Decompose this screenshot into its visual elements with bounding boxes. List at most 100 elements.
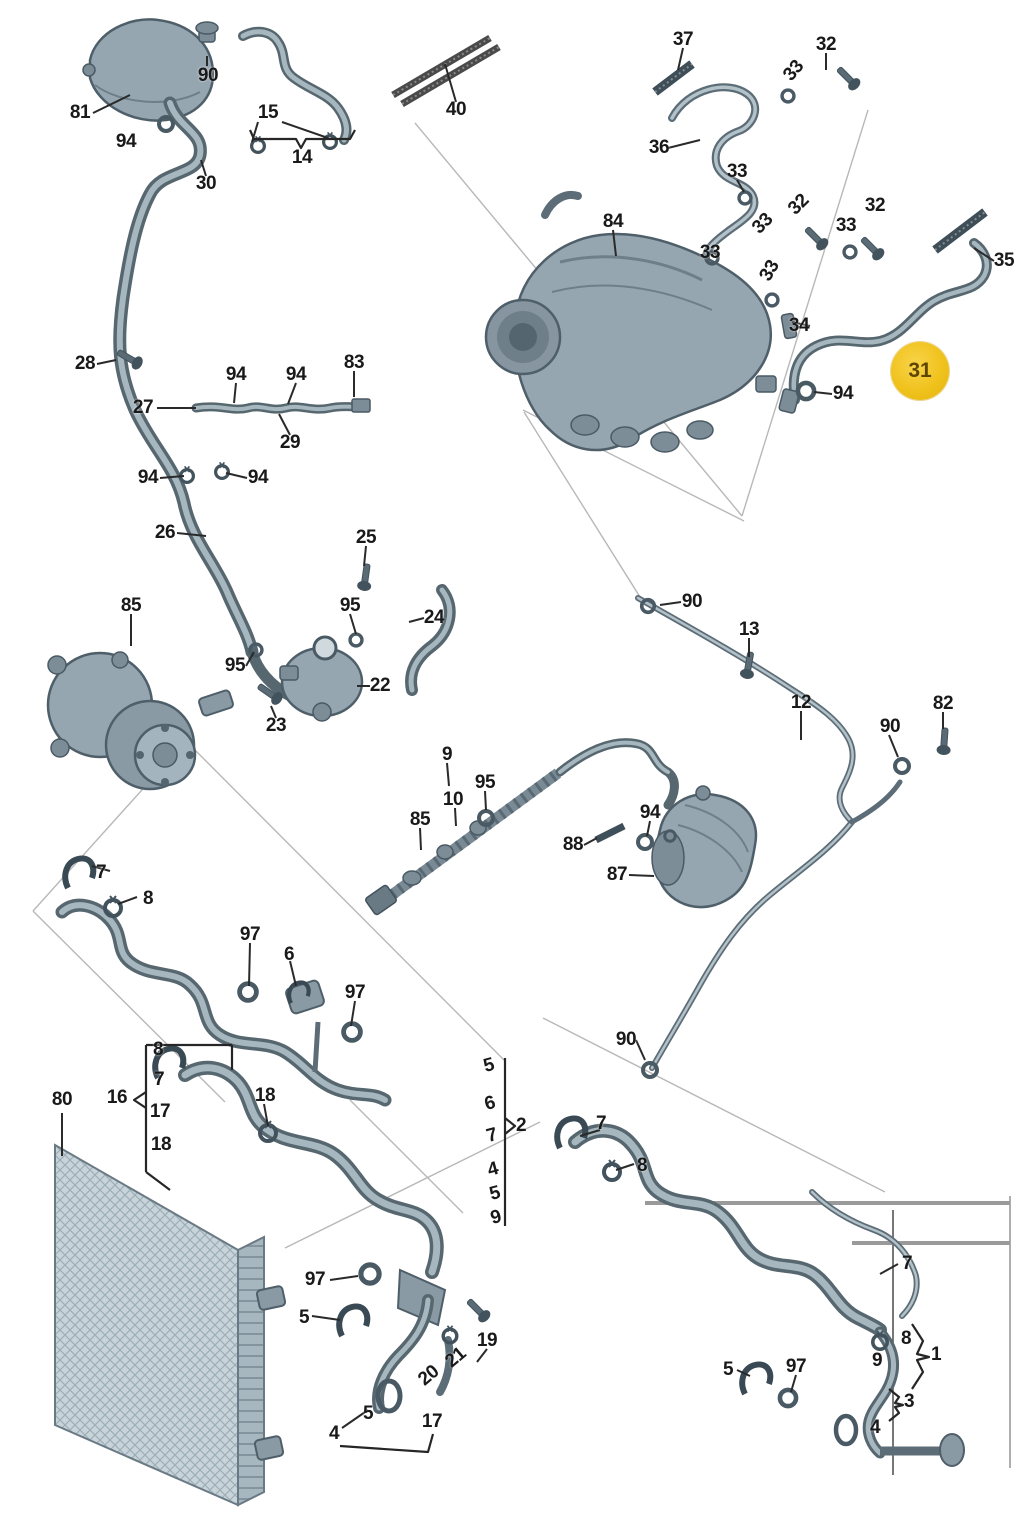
construction-line (523, 411, 641, 598)
leader-line (419, 827, 422, 851)
part-label-95[interactable]: 95 (339, 595, 361, 616)
part-label-40[interactable]: 40 (445, 99, 467, 120)
part-label-4[interactable]: 4 (869, 1417, 881, 1438)
part-label-8[interactable]: 8 (900, 1328, 912, 1349)
part-label-25[interactable]: 25 (355, 527, 377, 548)
part-label-97[interactable]: 97 (344, 982, 366, 1003)
part-label-85[interactable]: 85 (120, 595, 142, 616)
part-label-7[interactable]: 7 (153, 1069, 165, 1090)
part-label-90[interactable]: 90 (197, 65, 219, 86)
part-label-16[interactable]: 16 (106, 1087, 128, 1108)
part-label-27[interactable]: 27 (132, 397, 154, 418)
part-label-95[interactable]: 95 (474, 772, 496, 793)
leader-line (659, 601, 682, 606)
part-label-34[interactable]: 34 (788, 315, 810, 336)
part-label-94[interactable]: 94 (285, 364, 307, 385)
part-label-94[interactable]: 94 (225, 364, 247, 385)
part-label-94[interactable]: 94 (639, 802, 661, 823)
part-label-94[interactable]: 94 (247, 467, 269, 488)
part-label-15[interactable]: 15 (257, 102, 279, 123)
part-label-36[interactable]: 36 (648, 137, 670, 158)
leader-line (667, 139, 701, 149)
part-label-7[interactable]: 7 (595, 1113, 607, 1134)
part-label-17[interactable]: 17 (421, 1411, 443, 1432)
grouping-bracket (504, 1117, 517, 1135)
part-label-30[interactable]: 30 (195, 173, 217, 194)
o-ring (375, 1378, 403, 1414)
part-label-14[interactable]: 14 (291, 147, 313, 168)
part-label-9[interactable]: 9 (871, 1350, 883, 1371)
part-label-97[interactable]: 97 (304, 1269, 326, 1290)
part-label-33[interactable]: 33 (699, 242, 721, 263)
pin-88 (594, 822, 626, 844)
part-label-88[interactable]: 88 (562, 834, 584, 855)
part-label-32[interactable]: 32 (864, 195, 886, 216)
part-label-90[interactable]: 90 (681, 591, 703, 612)
part-label-9[interactable]: 9 (441, 744, 453, 765)
part-label-5[interactable]: 5 (362, 1403, 374, 1424)
part-label-97[interactable]: 97 (785, 1356, 807, 1377)
part-label-29[interactable]: 29 (279, 432, 301, 453)
part-label-33[interactable]: 33 (726, 161, 748, 182)
part-label-85[interactable]: 85 (409, 809, 431, 830)
part-label-82[interactable]: 82 (932, 693, 954, 714)
part-label-5[interactable]: 5 (722, 1359, 734, 1380)
leader-line (791, 321, 811, 327)
part-label-24[interactable]: 24 (423, 607, 445, 628)
leader-line (92, 94, 131, 114)
part-label-22[interactable]: 22 (369, 675, 391, 696)
part-label-26[interactable]: 26 (154, 522, 176, 543)
o-ring (833, 1413, 859, 1447)
part-label-19[interactable]: 19 (476, 1330, 498, 1351)
part-label-33[interactable]: 33 (835, 215, 857, 236)
part-label-7[interactable]: 7 (901, 1253, 913, 1274)
part-label-87[interactable]: 87 (606, 864, 628, 885)
part-label-6[interactable]: 6 (283, 944, 295, 965)
highlighted-part-31[interactable]: 31 (891, 342, 949, 400)
part-label-12[interactable]: 12 (790, 692, 812, 713)
part-label-17[interactable]: 17 (149, 1101, 171, 1122)
part-label-13[interactable]: 13 (738, 619, 760, 640)
part-label-84[interactable]: 84 (602, 211, 624, 232)
part-label-1[interactable]: 1 (930, 1344, 942, 1365)
leader-line (225, 472, 248, 479)
pipe-24 (405, 584, 456, 696)
part-label-23[interactable]: 23 (265, 715, 287, 736)
leader-line (200, 159, 207, 177)
part-label-94[interactable]: 94 (832, 383, 854, 404)
leader-line (446, 762, 450, 787)
part-label-80[interactable]: 80 (51, 1089, 73, 1110)
part-label-8[interactable]: 8 (142, 888, 154, 909)
grouping-bracket (339, 1433, 435, 1454)
part-label-5[interactable]: 5 (298, 1307, 310, 1328)
part-label-94[interactable]: 94 (137, 467, 159, 488)
leader-line (635, 1039, 646, 1061)
part-label-94[interactable]: 94 (115, 131, 137, 152)
part-label-81[interactable]: 81 (69, 102, 91, 123)
part-label-90[interactable]: 90 (879, 716, 901, 737)
leader-line (248, 942, 251, 987)
leader-line (736, 179, 745, 193)
part-label-18[interactable]: 18 (254, 1085, 276, 1106)
part-label-10[interactable]: 10 (442, 789, 464, 810)
part-label-90[interactable]: 90 (615, 1029, 637, 1050)
part-label-97[interactable]: 97 (239, 924, 261, 945)
leader-line (879, 1263, 899, 1275)
part-label-8[interactable]: 8 (152, 1039, 164, 1060)
part-label-4[interactable]: 4 (328, 1423, 340, 1444)
grouping-bracket (248, 129, 356, 150)
part-label-32[interactable]: 32 (815, 34, 837, 55)
leader-line (270, 705, 277, 719)
part-label-35[interactable]: 35 (993, 250, 1015, 271)
part-label-83[interactable]: 83 (343, 352, 365, 373)
part-label-2[interactable]: 2 (515, 1115, 527, 1136)
leader-line (790, 1374, 797, 1393)
part-label-37[interactable]: 37 (672, 29, 694, 50)
leader-line (973, 247, 995, 262)
part-label-3[interactable]: 3 (903, 1391, 915, 1412)
part-label-95[interactable]: 95 (224, 655, 246, 676)
part-label-8[interactable]: 8 (636, 1155, 648, 1176)
part-label-18[interactable]: 18 (150, 1134, 172, 1155)
part-label-7[interactable]: 7 (95, 862, 107, 883)
part-label-28[interactable]: 28 (74, 353, 96, 374)
